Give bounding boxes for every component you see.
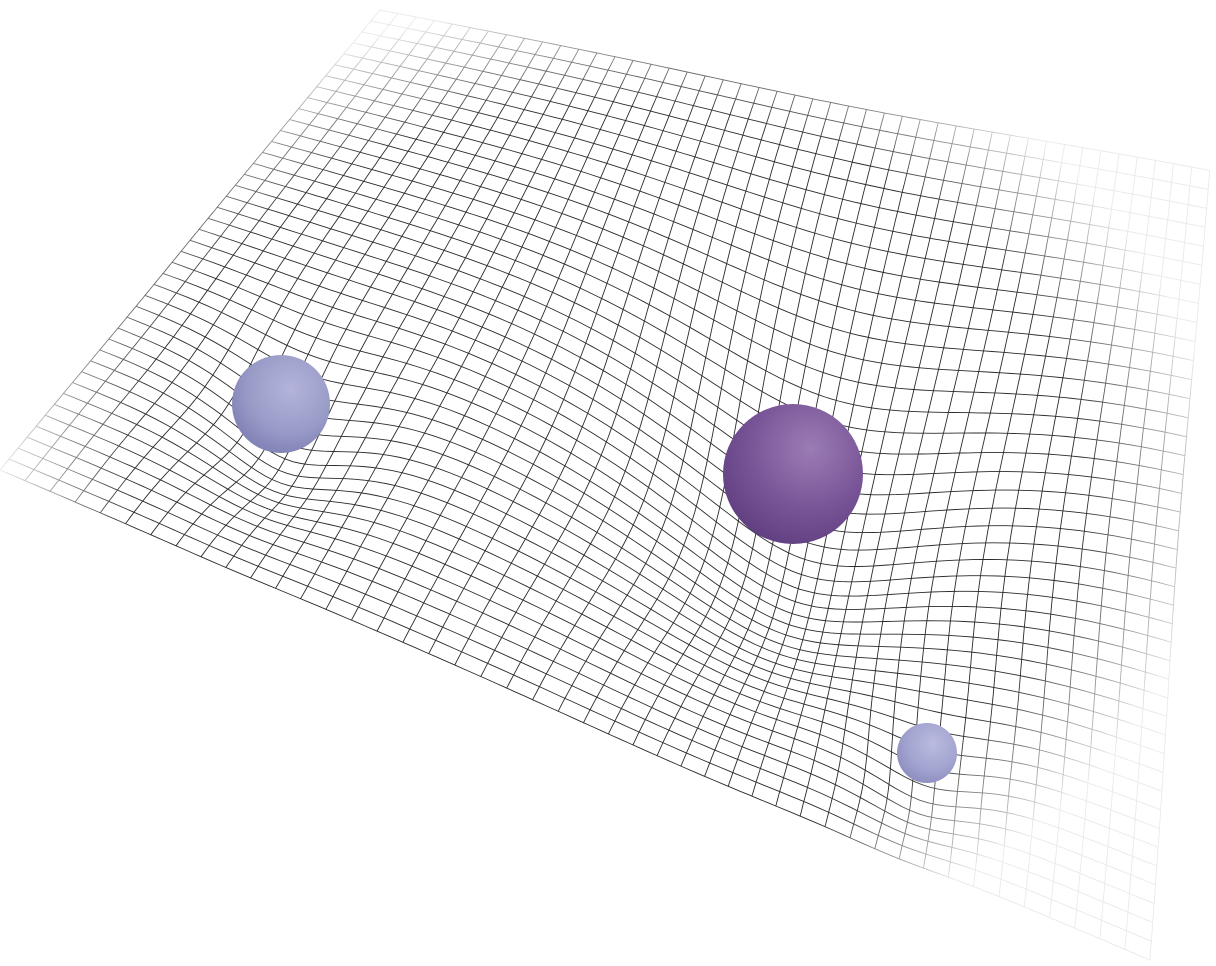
small-sphere (897, 723, 957, 783)
medium-sphere (232, 355, 330, 453)
large-sphere (723, 404, 863, 544)
